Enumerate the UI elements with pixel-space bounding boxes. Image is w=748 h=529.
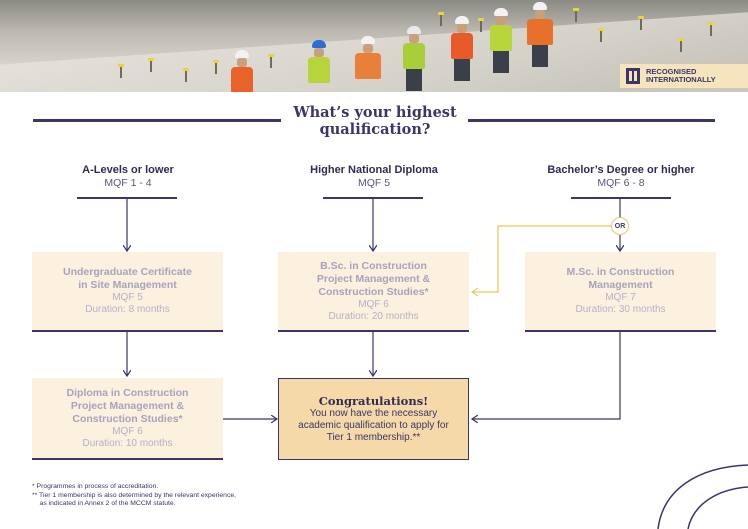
column-heading-bachelor: Bachelor’s Degree or higher MQF 6 - 8 [547,164,695,189]
rebar-post [573,8,579,22]
recognised-badge-text: RECOGNISED INTERNATIONALLY [646,67,716,84]
recognised-badge: RECOGNISED INTERNATIONALLY [620,64,748,88]
worker-figure [231,50,253,92]
rebar-post [638,16,644,30]
institute-logo-icon [626,68,640,84]
box-congratulations: Congratulations! You now have the necess… [278,378,469,460]
worker-figure [490,8,512,73]
heading-rule [77,197,177,199]
page-title: What’s your highest qualification? [293,104,457,138]
box-undergraduate-certificate: Undergraduate Certificate in Site Manage… [32,252,223,332]
title-rule-right [468,119,715,122]
column-heading-alevels: A-Levels or lower MQF 1 - 4 [82,164,174,189]
rebar-post [438,12,444,26]
rebar-post [678,38,684,52]
arrow-msc-to-congrats [472,332,621,419]
box-diploma: Diploma in Construction Project Manageme… [32,378,223,460]
rebar-post [708,22,714,36]
box-bsc: B.Sc. in Construction Project Management… [278,252,469,332]
worker-figure [308,40,330,83]
column-heading-hnd: Higher National Diploma MQF 5 [310,164,438,189]
header-banner-photo: RECOGNISED INTERNATIONALLY [0,0,748,92]
or-badge: OR [611,217,629,235]
worker-figure [403,26,425,91]
rebar-post [148,58,154,72]
rebar-post [213,60,219,74]
rebar-post [268,54,274,68]
corner-decoration [657,464,748,529]
box-msc: M.Sc. in Construction Management MQF 7 D… [525,252,716,332]
heading-rule [323,197,423,199]
rebar-post [598,28,604,42]
worker-figure [355,36,381,79]
worker-figure [451,16,473,81]
rebar-post [183,68,189,82]
title-rule-left [33,119,281,122]
footnotes: * Programmes in process of accreditation… [32,483,237,507]
worker-figure [527,2,553,67]
rebar-post [478,18,484,32]
rebar-post [118,64,124,78]
heading-rule [571,197,671,199]
